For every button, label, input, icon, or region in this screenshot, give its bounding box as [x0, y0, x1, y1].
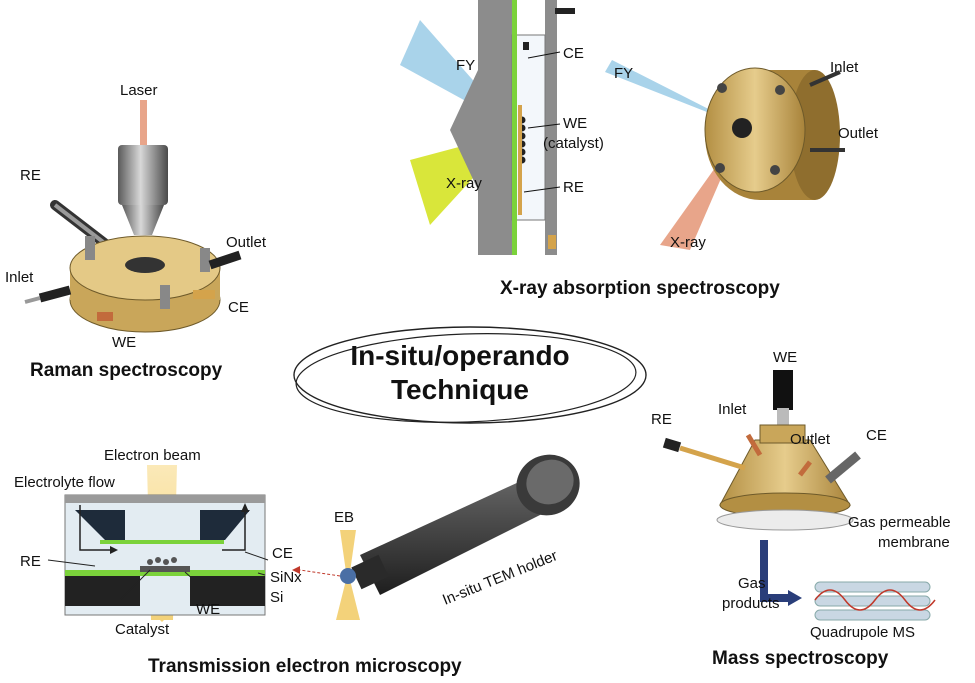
ms-re-label: RE [651, 411, 672, 428]
tem-electron-beam-label: Electron beam [104, 447, 201, 464]
ms-gas-label-1: Gas [738, 575, 766, 592]
raman-inlet-tube [40, 290, 70, 298]
tem-electrolyte-flow-label: Electrolyte flow [14, 474, 115, 491]
tem-title: Transmission electron microscopy [148, 656, 462, 677]
raman-laser-label: Laser [120, 82, 158, 99]
ms-gas-label-2: products [722, 595, 780, 612]
xas-membrane [512, 0, 517, 255]
xas-inlet-label: Inlet [830, 59, 859, 76]
raman-inlet-label: Inlet [5, 269, 34, 286]
xas-re-label: RE [563, 179, 584, 196]
ms-inlet-label: Inlet [718, 401, 747, 418]
raman-ce-label: CE [228, 299, 249, 316]
xas-fy2-label: FY [614, 65, 633, 82]
ms-ce-rod [828, 455, 858, 480]
center-title-line1: In-situ/operando [350, 340, 569, 371]
ms-outlet-label: Outlet [790, 431, 831, 448]
tem-we [140, 566, 190, 572]
ms-membrane-label-1: Gas permeable [848, 514, 951, 531]
xas-fy-label: FY [456, 57, 475, 74]
xas-schematic: FY X-ray CE WE (catalyst) RE [400, 0, 604, 255]
ms-we-rod [773, 370, 793, 410]
ms-quadrupole-label: Quadrupole MS [810, 624, 915, 641]
ms-we-label: WE [773, 349, 797, 366]
xas-ce-label: CE [563, 45, 584, 62]
tem-re-label: RE [20, 553, 41, 570]
ms-membrane [717, 510, 853, 530]
ms-ce-label: CE [866, 427, 887, 444]
tem-ce-label: CE [272, 545, 293, 562]
ms-title: Mass spectroscopy [712, 648, 889, 669]
xas-xray-label: X-ray [446, 175, 482, 192]
tem-eb-cone-top [340, 530, 356, 572]
raman-re-label: RE [20, 167, 41, 184]
tem-catalyst-label: Catalyst [115, 621, 170, 638]
raman-setup: Laser RE Outlet Inlet CE WE Raman spectr… [5, 82, 267, 381]
center-title-line2: Technique [391, 374, 529, 405]
raman-title: Raman spectroscopy [30, 360, 223, 381]
xas-xray2-label: X-ray [670, 234, 706, 251]
tem-eb-label: EB [334, 509, 354, 526]
ms-setup: WE RE Inlet Outlet CE Gas permeable memb… [651, 349, 951, 669]
tem-setup: Electron beam Electrolyte flow CE RE SiN… [14, 447, 302, 638]
xas-cell-window [732, 118, 752, 138]
xas-cell-wall [450, 0, 512, 255]
tem-eb-cone-bottom [336, 580, 360, 620]
raman-outlet-label: Outlet [226, 234, 267, 251]
raman-cell-window [125, 257, 165, 273]
tem-si-label: Si [270, 589, 283, 606]
xas-catalyst-label: (catalyst) [543, 135, 604, 152]
raman-we-rod [97, 312, 113, 321]
laser-beam [140, 100, 147, 145]
tem-holder-label: In-situ TEM holder [440, 547, 560, 609]
raman-we-label: WE [112, 334, 136, 351]
center-title: In-situ/operando Technique [294, 327, 646, 428]
xas-we-label: WE [563, 115, 587, 132]
ms-membrane-label-2: membrane [878, 534, 950, 551]
ms-re-rod [680, 448, 745, 468]
xas-outlet-label: Outlet [838, 125, 879, 142]
raman-ce-rod [193, 290, 215, 299]
objective-lens [118, 145, 168, 205]
xas-title: X-ray absorption spectroscopy [500, 278, 780, 299]
tem-we-label: WE [196, 601, 220, 618]
